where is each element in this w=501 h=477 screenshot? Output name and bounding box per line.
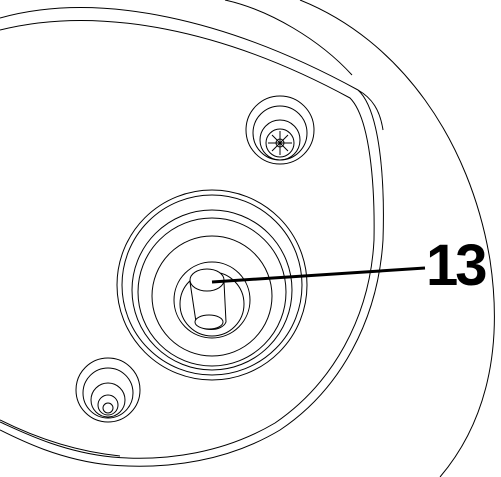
- callout-label: 13: [426, 233, 486, 298]
- screw-boss-top: [245, 95, 315, 165]
- pin: [189, 268, 227, 330]
- central-port: [116, 189, 308, 381]
- outer-housing: [224, 0, 495, 477]
- base-plate: [0, 7, 384, 467]
- screw-boss-bottom: [75, 357, 141, 423]
- leader-line: [211, 266, 426, 284]
